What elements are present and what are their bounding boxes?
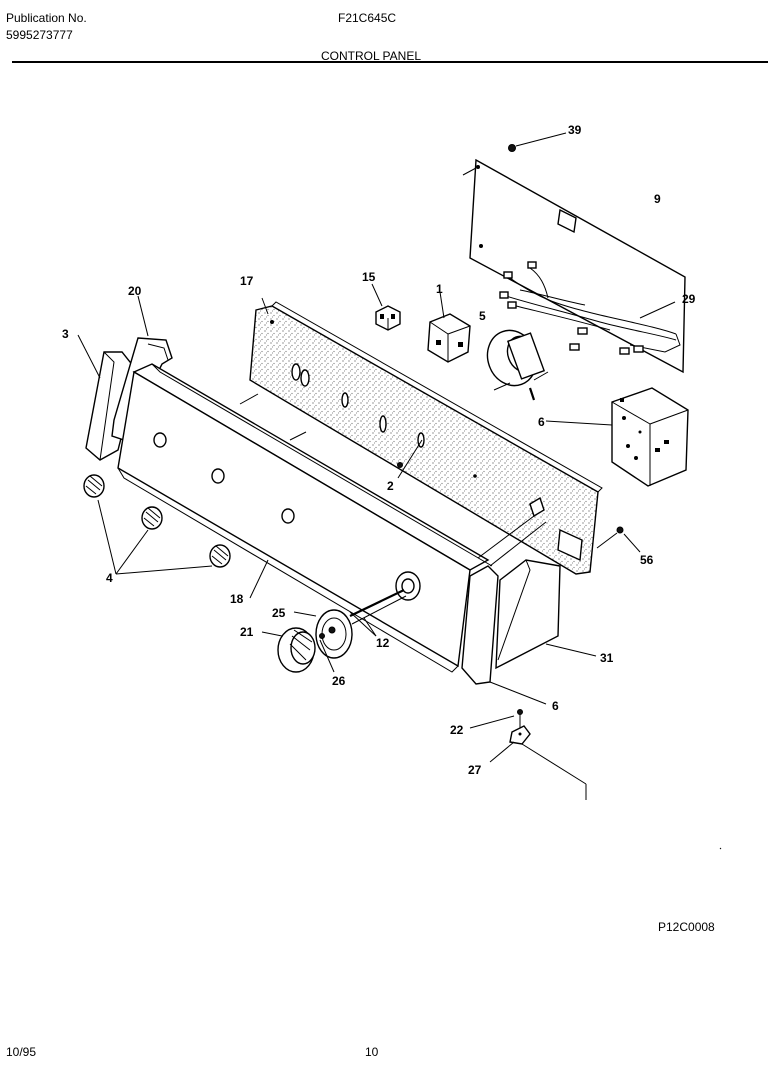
part-15-selector-switch xyxy=(371,283,401,331)
part-12-shaft xyxy=(349,589,407,637)
label-18: 18 xyxy=(230,592,244,606)
part-1-switch xyxy=(427,291,471,363)
part-29-wiring-harness xyxy=(499,261,681,355)
publication-label: Publication No. xyxy=(6,11,87,25)
label-20: 20 xyxy=(128,284,142,298)
label-4: 4 xyxy=(106,571,113,585)
drawing-code: P12C0008 xyxy=(658,920,715,934)
part-22-screw xyxy=(469,709,523,729)
part-18-control-console xyxy=(117,363,547,673)
label-27: 27 xyxy=(468,763,482,777)
part-26-dial-insert xyxy=(319,633,335,673)
label-26: 26 xyxy=(332,674,346,688)
label-29: 29 xyxy=(682,292,696,306)
revision-date: 10/95 xyxy=(6,1045,37,1059)
label-1: 1 xyxy=(436,282,443,296)
part-5-control-switch xyxy=(486,329,549,401)
model-number: F21C645C xyxy=(338,11,397,25)
label-5: 5 xyxy=(479,309,486,323)
part-56-screw xyxy=(596,526,641,553)
part-27-bracket xyxy=(489,725,587,800)
part-4-knobs xyxy=(83,474,231,575)
label-25: 25 xyxy=(272,606,286,620)
page-number: 10 xyxy=(365,1045,379,1059)
label-6-cap: 6 xyxy=(552,699,559,713)
section-title: CONTROL PANEL xyxy=(321,49,422,63)
label-22: 22 xyxy=(450,723,464,737)
label-9: 9 xyxy=(654,192,661,206)
part-3-left-end-cap xyxy=(77,334,139,461)
scan-speck xyxy=(719,847,722,850)
label-39: 39 xyxy=(568,123,582,137)
part-6-timer xyxy=(545,387,689,487)
publication-number: 5995273777 xyxy=(6,28,73,42)
label-21: 21 xyxy=(240,625,254,639)
label-31: 31 xyxy=(600,651,614,665)
part-9-rear-cover xyxy=(462,158,686,374)
label-2: 2 xyxy=(387,479,394,493)
label-15: 15 xyxy=(362,270,376,284)
part-39-screw xyxy=(508,132,567,152)
label-12: 12 xyxy=(376,636,390,650)
label-17: 17 xyxy=(240,274,254,288)
part-31-right-end-cap xyxy=(461,559,597,705)
header-rule xyxy=(12,61,768,63)
label-3: 3 xyxy=(62,327,69,341)
label-6-timer: 6 xyxy=(538,415,545,429)
part-2-clip xyxy=(397,439,423,479)
part-17-backsplash-panel xyxy=(249,297,603,575)
part-25-timer-dial xyxy=(293,609,353,659)
part-21-timer-knob xyxy=(261,627,316,673)
label-56: 56 xyxy=(640,553,654,567)
